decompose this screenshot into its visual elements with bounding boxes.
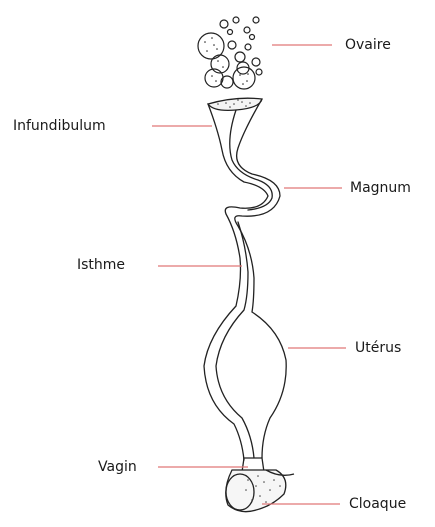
- label-uterus: Utérus: [355, 341, 401, 355]
- label-magnum: Magnum: [350, 181, 411, 195]
- label-infundibulum: Infundibulum: [13, 119, 106, 133]
- infundibulum-drawing: [208, 98, 262, 110]
- label-cloaque: Cloaque: [349, 497, 406, 511]
- label-ovaire: Ovaire: [345, 38, 391, 52]
- oviduct-tube-drawing: [204, 99, 286, 460]
- label-vagin: Vagin: [98, 460, 137, 474]
- label-isthme: Isthme: [77, 258, 125, 272]
- ovary-drawing: [198, 17, 262, 89]
